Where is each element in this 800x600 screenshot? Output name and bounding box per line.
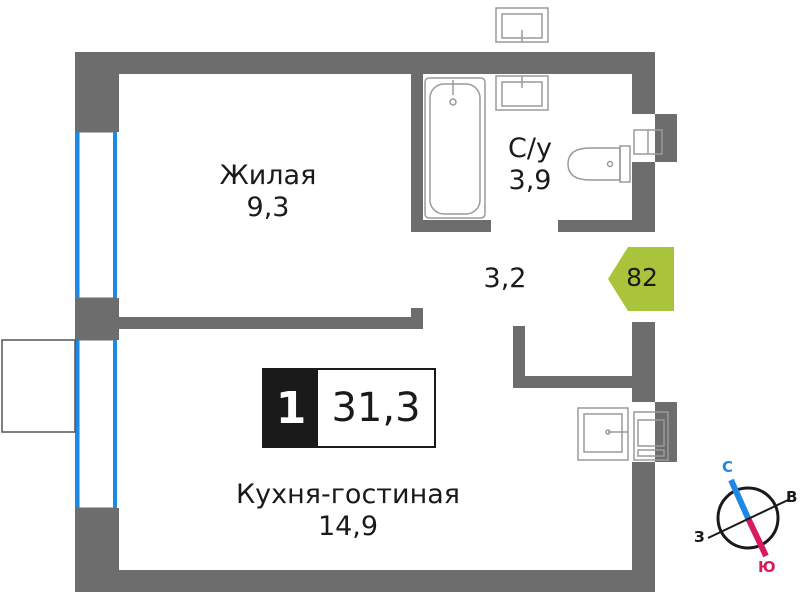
wall-right-upper-ext [655, 114, 677, 162]
apartment-marker [608, 247, 674, 311]
room-living-name: Жилая [219, 160, 317, 191]
compass-west-label: З [694, 528, 705, 546]
wall-right-lower [632, 322, 655, 402]
wall-hall-horizontal [513, 376, 632, 388]
wall-left-middle [75, 298, 119, 340]
room-bathroom-name: С/у [508, 133, 552, 164]
room-bathroom-area: 3,9 [508, 165, 552, 196]
wall-hall-vertical [513, 326, 525, 388]
windows [75, 131, 117, 509]
wall-bath-left [411, 74, 423, 230]
room-kitchen-living: Кухня-гостиная 14,9 [198, 479, 498, 543]
wall-right-middle [632, 162, 655, 232]
badge-room-count: 1 [264, 370, 318, 446]
apartment-badge: 1 31,3 [262, 368, 436, 448]
wall-right-lower-ext [655, 402, 677, 462]
bathtub [424, 77, 486, 219]
room-kitchen-living-area: 14,9 [317, 511, 379, 542]
wall-top [75, 52, 655, 74]
wall-bath-bottom-left [411, 220, 491, 232]
compass-axis [707, 499, 789, 539]
wall-right-upper [632, 52, 655, 114]
apartment-number: 82 [626, 262, 658, 292]
room-hall-area: 3,2 [483, 263, 527, 294]
wall-bath-bottom-right [558, 220, 632, 232]
kitchen-sink [577, 407, 629, 461]
toilet [567, 147, 621, 181]
compass-south-needle [745, 516, 769, 558]
compass-south-label: Ю [758, 558, 776, 576]
wall-left-upper [75, 52, 119, 132]
room-bathroom: С/у 3,9 [480, 133, 580, 197]
wall-bottom [75, 570, 655, 592]
compass-east-label: В [786, 488, 798, 506]
badge-total-area: 31,3 [331, 385, 421, 431]
room-living: Жилая 9,3 [198, 160, 338, 224]
balcony-outline [1, 339, 76, 433]
window-lower-frame [78, 339, 116, 509]
stove [633, 411, 669, 461]
compass-circle [716, 486, 780, 550]
wall-right-bottom [632, 462, 655, 592]
room-living-area: 9,3 [246, 192, 290, 223]
walls [75, 52, 677, 592]
compass-north-needle [728, 478, 751, 520]
compass-north-label: С [722, 458, 734, 476]
window-upper-frame [78, 131, 116, 299]
room-hall: 3,2 [460, 263, 550, 295]
wall-divider-stub [411, 308, 423, 329]
compass [707, 478, 789, 558]
room-kitchen-living-name: Кухня-гостиная [235, 479, 461, 510]
fixtures [424, 7, 669, 461]
wall-living-divider [119, 317, 411, 329]
